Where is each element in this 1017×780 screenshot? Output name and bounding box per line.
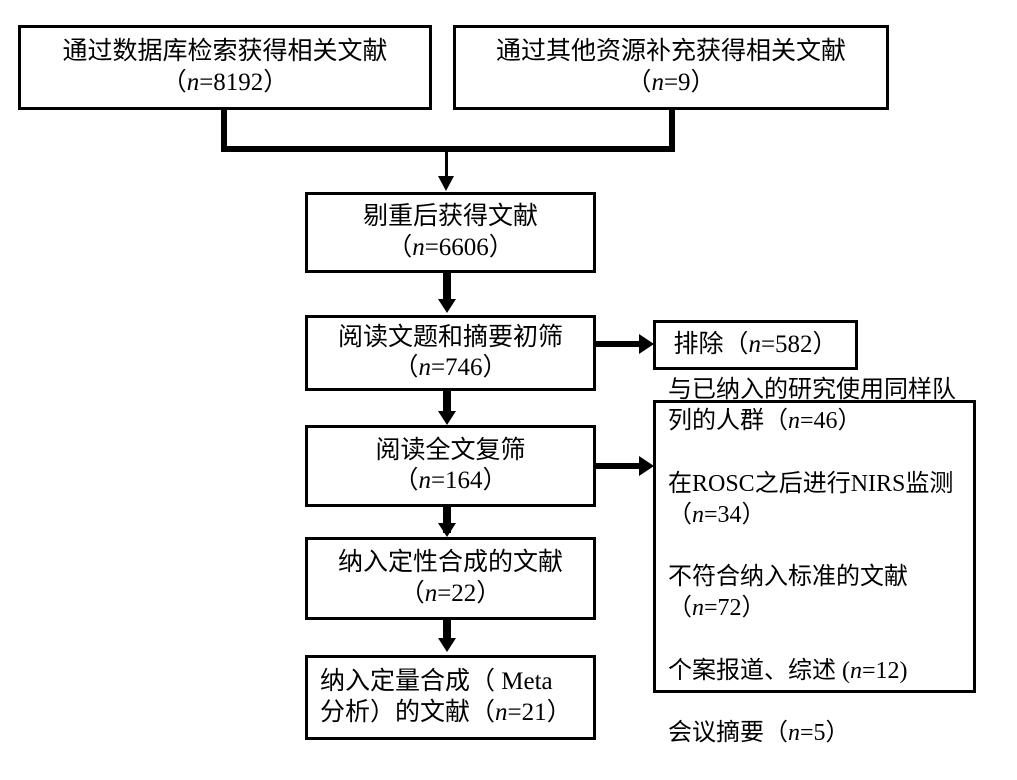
exclusion-reason-item: 在ROSC之后进行NIRS监测（n=34） xyxy=(668,471,953,528)
box-other-sources-line1: 通过其他资源补充获得相关文献 xyxy=(495,38,846,65)
exclusion-reason-item: 会议摘要（n=5） xyxy=(668,720,850,746)
n-symbol: n xyxy=(850,657,862,684)
box-quantitative-synthesis-line1: 纳入定量合成（ Meta xyxy=(320,668,553,695)
exclusion-reason-item: 个案报道、综述 (n=12) xyxy=(668,658,908,684)
exclusion-reason-count: =5） xyxy=(800,720,850,747)
n-symbol: n xyxy=(418,354,431,381)
connector-merge-bar xyxy=(221,146,675,152)
box-database-search: 通过数据库检索获得相关文献 （n=8192） xyxy=(18,25,432,110)
exclusion-reason-item: 不符合纳入标准的文献（n=72） xyxy=(668,564,908,621)
arrow-merge-to-dedup xyxy=(438,176,454,191)
arrow-qualitative-to-quantitative xyxy=(438,638,456,652)
connector-dedup-to-screen xyxy=(443,273,451,301)
box-exclusion-reasons: 与已纳入的研究使用同样队列的人群（n=46） 在ROSC之后进行NIRS监测（n… xyxy=(653,377,976,746)
paren-open: （ xyxy=(387,233,413,261)
connector-other-stub xyxy=(669,110,675,152)
n-symbol: n xyxy=(788,408,800,435)
box-database-search-line1: 通过数据库检索获得相关文献 xyxy=(62,38,388,65)
box-quantitative-synthesis-text: 纳入定量合成（ Meta 分析）的文献（n=21） xyxy=(320,667,587,728)
n-symbol: n xyxy=(418,467,431,494)
box-excluded-screen-count: =582） xyxy=(760,330,838,358)
paren-open: （ xyxy=(626,68,652,96)
exclusion-reason-count: =72） xyxy=(704,595,766,622)
box-other-sources-text: 通过其他资源补充获得相关文献 （n=9） xyxy=(462,37,880,98)
box-deduplicated-count: =6606） xyxy=(424,233,514,261)
box-deduplicated: 剔重后获得文献 （n=6606） xyxy=(305,192,596,273)
box-fulltext-screen-count: =164） xyxy=(430,467,508,494)
exclusion-reason-label: 与已纳入的研究使用同样队列的人群（ xyxy=(668,376,956,435)
box-fulltext-screen-line1: 阅读全文复筛 xyxy=(375,436,526,464)
exclusion-reason-label: 会议摘要（ xyxy=(668,720,788,747)
connector-screen-to-fulltext xyxy=(443,391,451,415)
box-excluded-screen-text: 排除（n=582） xyxy=(662,330,849,361)
exclusion-reason-label: 不符合纳入标准的文献（ xyxy=(668,564,908,622)
paren-open: （ xyxy=(393,354,419,381)
n-symbol: n xyxy=(692,595,704,622)
box-deduplicated-line1: 剔重后获得文献 xyxy=(362,203,538,230)
n-symbol: n xyxy=(651,68,664,96)
arrow-fulltext-to-reasons xyxy=(639,456,654,476)
connector-qualitative-to-quantitative xyxy=(443,620,451,642)
exclusion-reason-count: =46） xyxy=(800,408,862,435)
connector-fulltext-to-qualitative xyxy=(443,507,451,533)
arrow-screen-to-fulltext xyxy=(438,411,456,425)
box-excluded-screen: 排除（n=582） xyxy=(653,320,858,370)
box-qualitative-synthesis-count: =22） xyxy=(437,579,502,607)
exclusion-reason-count: =34） xyxy=(704,501,766,528)
n-symbol: n xyxy=(412,233,425,261)
box-exclusion-reasons-list: 与已纳入的研究使用同样队列的人群（n=46） 在ROSC之后进行NIRS监测（n… xyxy=(668,344,967,749)
connector-screen-to-excluded xyxy=(596,341,642,347)
connector-merge-to-dedup xyxy=(445,152,448,178)
box-qualitative-synthesis-text: 纳入定性合成的文献 （n=22） xyxy=(314,548,587,609)
n-symbol: n xyxy=(424,579,438,607)
exclusion-reason-label: 在ROSC之后进行NIRS监测（ xyxy=(668,470,954,528)
exclusion-reason-count: =12) xyxy=(862,657,908,684)
box-title-abstract-screen-text: 阅读文题和摘要初筛 （n=746） xyxy=(314,323,587,384)
box-quantitative-synthesis: 纳入定量合成（ Meta 分析）的文献（n=21） xyxy=(305,655,596,740)
paren-open: （ xyxy=(399,579,425,607)
box-qualitative-synthesis-line1: 纳入定性合成的文献 xyxy=(337,549,563,576)
n-symbol: n xyxy=(495,698,508,726)
paren-open: （ xyxy=(393,467,419,494)
arrow-fulltext-to-qualitative xyxy=(438,523,456,537)
box-fulltext-screen: 阅读全文复筛 （n=164） xyxy=(305,425,596,507)
box-title-abstract-screen-line1: 阅读文题和摘要初筛 xyxy=(337,323,563,351)
box-quantitative-synthesis-line2: 分析）的文献（ xyxy=(320,698,496,726)
box-fulltext-screen-text: 阅读全文复筛 （n=164） xyxy=(314,436,587,497)
n-symbol: n xyxy=(748,330,761,358)
connector-fulltext-to-reasons xyxy=(596,463,642,469)
exclusion-reason-label: 个案报道、综述 ( xyxy=(668,657,850,684)
box-qualitative-synthesis: 纳入定性合成的文献 （n=22） xyxy=(305,537,596,620)
exclusion-reason-item: 与已纳入的研究使用同样队列的人群（n=46） xyxy=(668,377,956,434)
box-excluded-screen-label: 排除（ xyxy=(673,330,749,358)
box-other-sources: 通过其他资源补充获得相关文献 （n=9） xyxy=(453,25,889,110)
n-symbol: n xyxy=(186,68,200,96)
n-symbol: n xyxy=(692,501,704,528)
paren-open: （ xyxy=(161,68,187,96)
box-title-abstract-screen-count: =746） xyxy=(430,354,508,381)
box-database-search-count: =8192） xyxy=(199,68,289,96)
arrow-dedup-to-screen xyxy=(438,299,456,313)
box-title-abstract-screen: 阅读文题和摘要初筛 （n=746） xyxy=(305,315,596,391)
arrow-screen-to-excluded xyxy=(639,334,654,354)
box-quantitative-synthesis-count: =21） xyxy=(507,698,572,726)
box-other-sources-count: =9） xyxy=(663,68,716,96)
box-deduplicated-text: 剔重后获得文献 （n=6606） xyxy=(314,202,587,263)
connector-db-stub xyxy=(221,110,227,152)
n-symbol: n xyxy=(788,720,800,747)
box-database-search-text: 通过数据库检索获得相关文献 （n=8192） xyxy=(27,37,423,98)
